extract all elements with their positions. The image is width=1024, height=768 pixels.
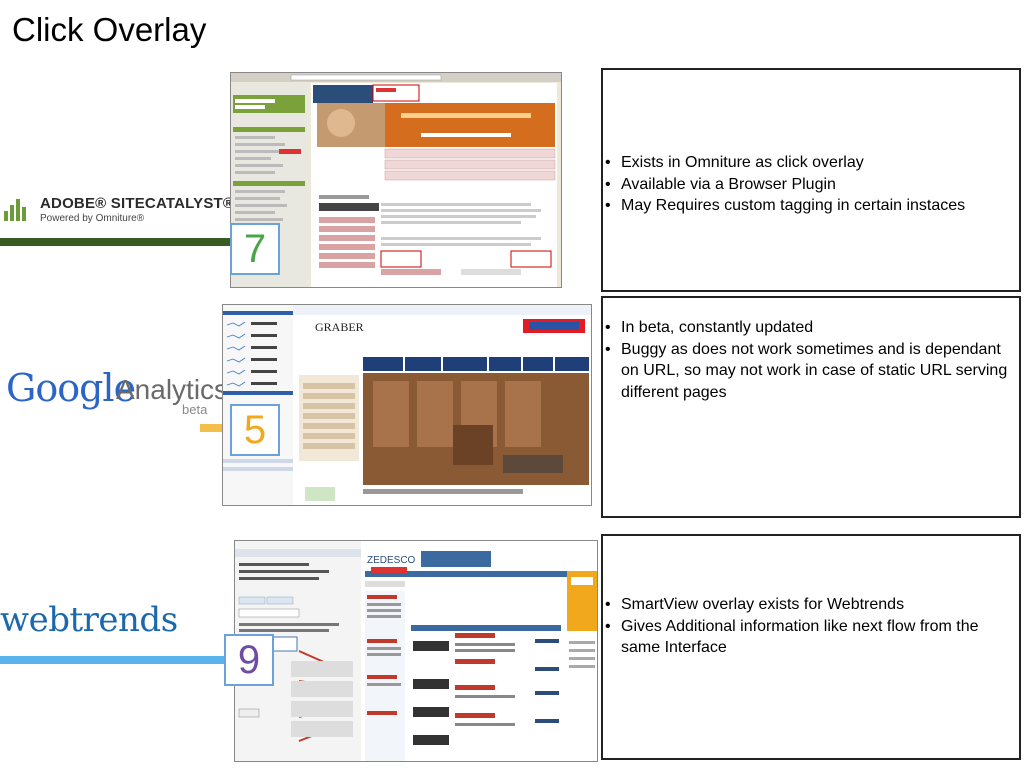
google-analytics-notes-box: In beta, constantly updated Buggy as doe… — [601, 296, 1021, 518]
svg-text:GRABER: GRABER — [315, 320, 364, 334]
google-analytics-notes-list: In beta, constantly updated Buggy as doe… — [603, 317, 1011, 403]
note-item: In beta, constantly updated — [603, 317, 1011, 339]
note-item: Available via a Browser Plugin — [603, 174, 1011, 196]
row-badge-number: 5 — [230, 404, 280, 456]
bar-chart-icon — [4, 197, 30, 221]
row-divider-stripe — [0, 656, 232, 664]
slide-title: Click Overlay — [12, 11, 207, 48]
sitecatalyst-screenshot-image — [231, 73, 561, 287]
adobe-sitecatalyst-logo: ADOBE® SITECATALYST® Powered by Omniture… — [4, 193, 234, 227]
webtrends-notes-box: SmartView overlay exists for Webtrends G… — [601, 534, 1021, 760]
note-item: Buggy as does not work sometimes and is … — [603, 339, 1011, 404]
webtrends-overlay-screenshot: ZEDESCO — [234, 540, 598, 762]
row-badge-number: 7 — [230, 223, 280, 275]
note-item: SmartView overlay exists for Webtrends — [603, 594, 1011, 616]
note-item: May Requires custom tagging in certain i… — [603, 195, 1011, 217]
row-divider-stripe — [200, 424, 232, 432]
google-analytics-logo: Google Analytics beta — [6, 366, 229, 417]
webtrends-notes-list: SmartView overlay exists for Webtrends G… — [603, 594, 1011, 659]
webtrends-logo: webtrends — [0, 600, 178, 640]
sitecatalyst-notes-box: Exists in Omniture as click overlay Avai… — [601, 68, 1021, 292]
google-analytics-screenshot-image: GRABER — [223, 305, 591, 505]
webtrends-screenshot-image: ZEDESCO — [235, 541, 597, 761]
google-analytics-overlay-screenshot: GRABER — [222, 304, 592, 506]
svg-text:ZEDESCO: ZEDESCO — [367, 555, 416, 566]
row-divider-stripe — [0, 238, 232, 246]
row-badge-number: 9 — [224, 634, 274, 686]
sitecatalyst-notes-list: Exists in Omniture as click overlay Avai… — [603, 152, 1011, 217]
note-item: Exists in Omniture as click overlay — [603, 152, 1011, 174]
note-item: Gives Additional information like next f… — [603, 616, 1011, 659]
